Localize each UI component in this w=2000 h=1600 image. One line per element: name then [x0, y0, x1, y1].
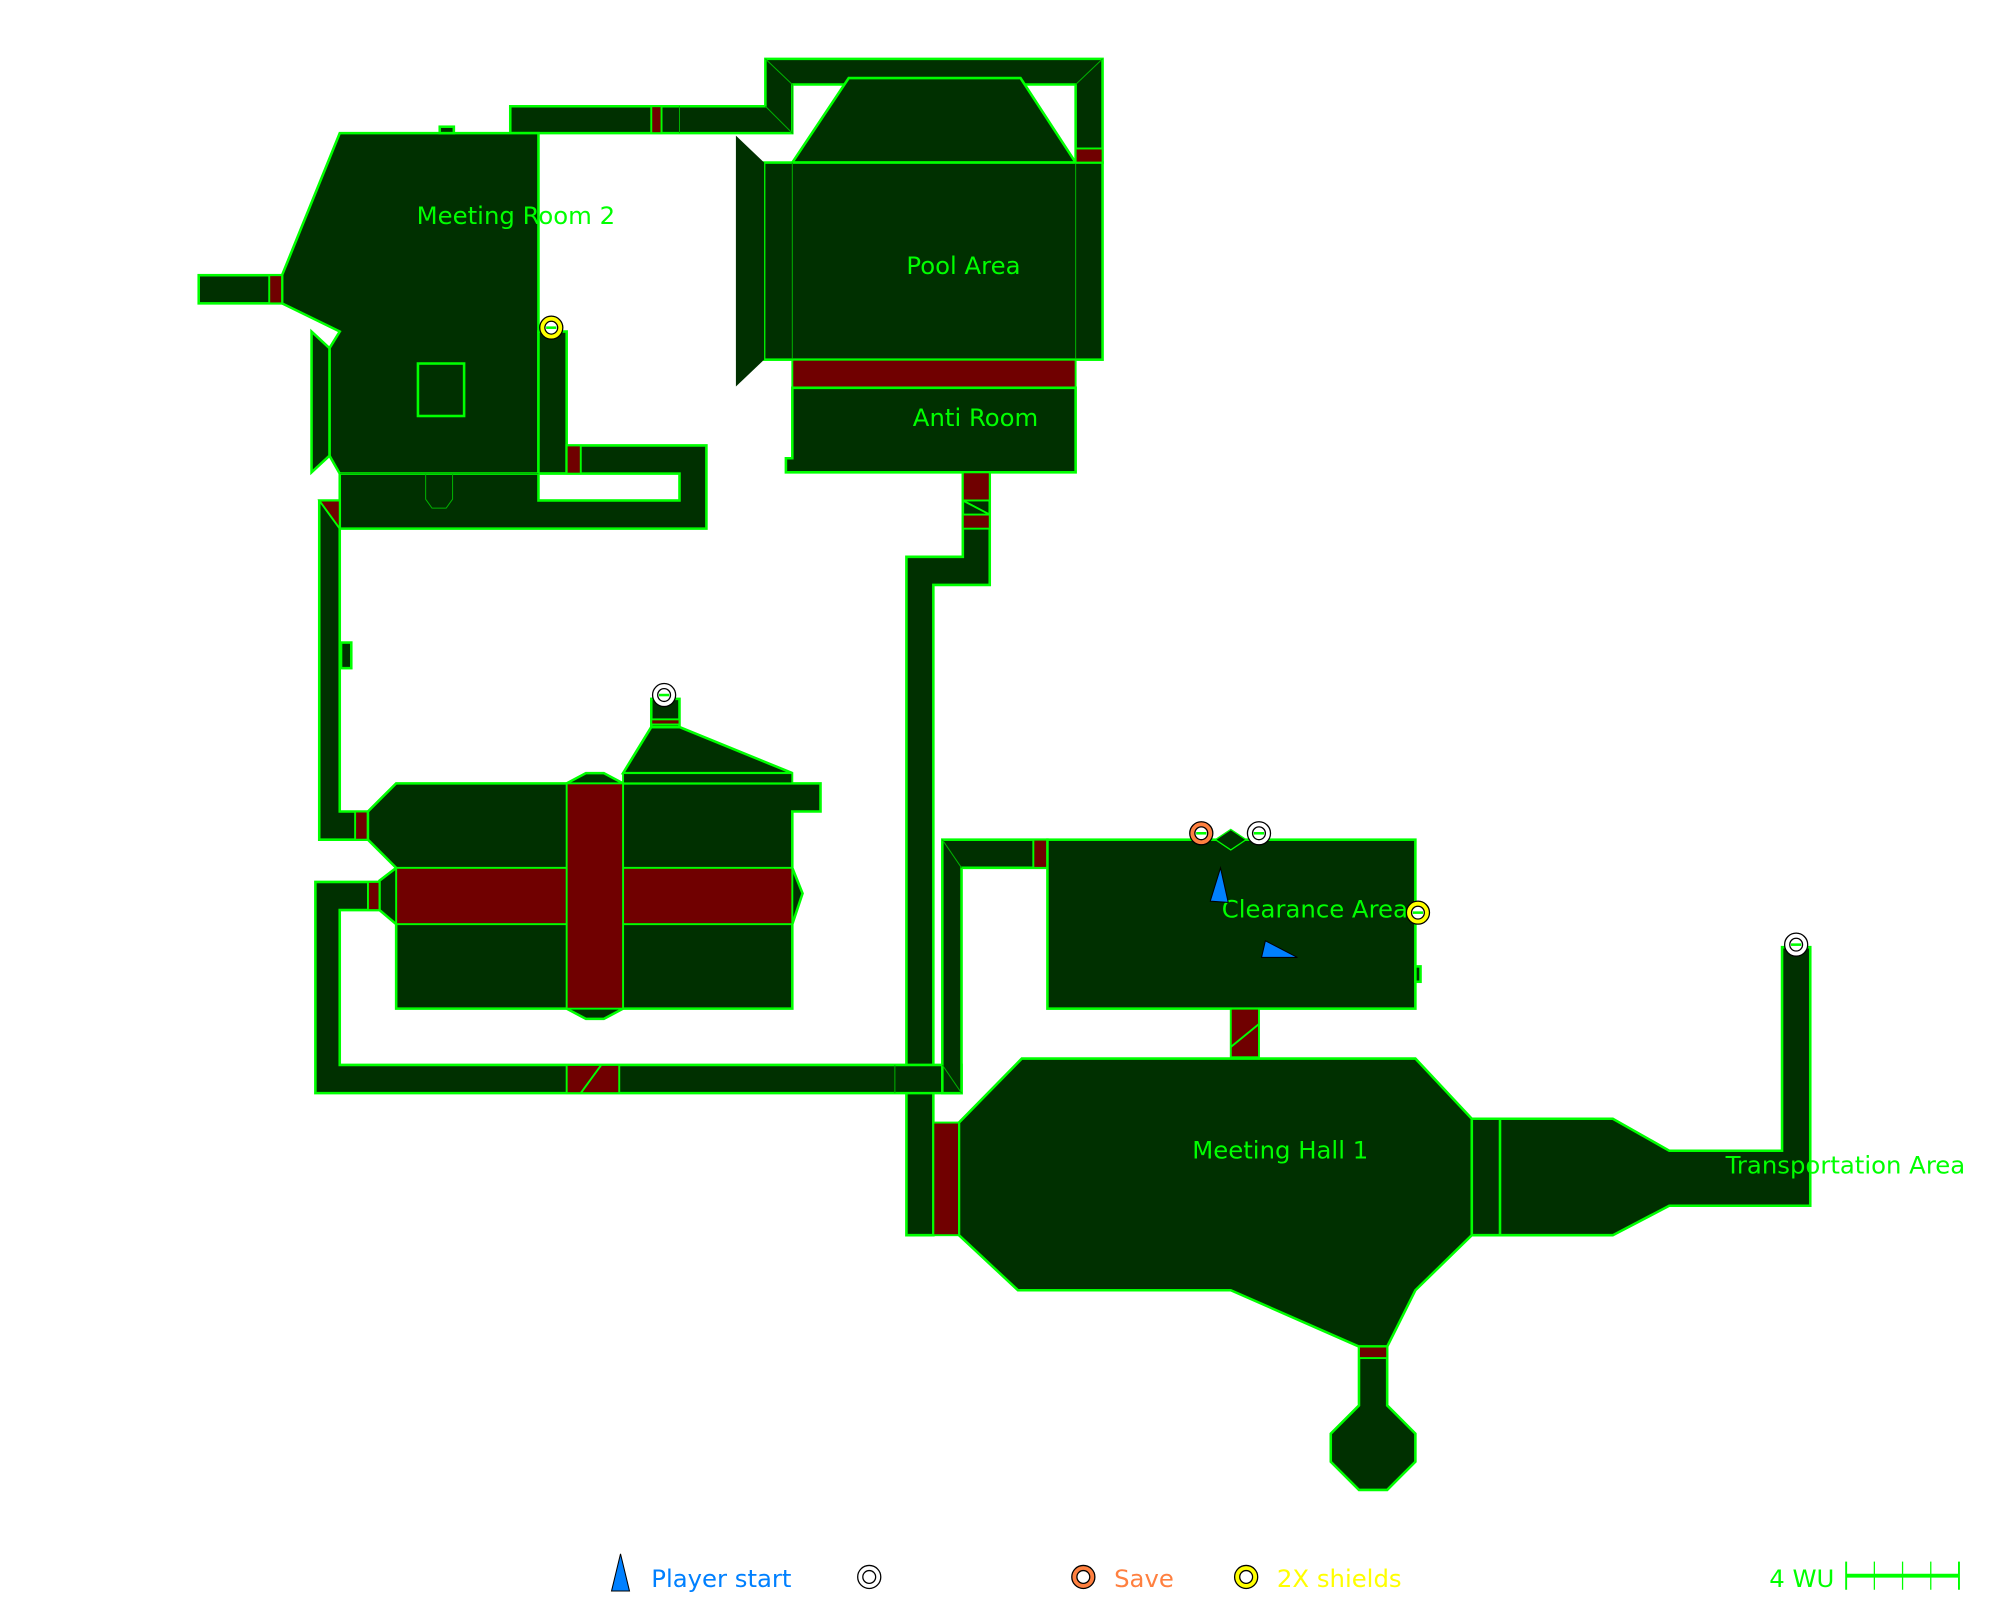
room-label-pool-area: Pool Area	[906, 251, 1020, 280]
item-marker	[1783, 932, 1809, 957]
save-marker	[1189, 821, 1214, 846]
clearance-area: Clearance Area	[1046, 828, 1422, 1059]
cross-room	[366, 697, 822, 1021]
legend: Player start Save 2X shields 4 WU	[610, 1553, 1960, 1593]
player-start-marker	[1260, 940, 1298, 958]
pool-area: Pool Area Anti Room	[735, 76, 1104, 474]
item-marker	[651, 682, 677, 708]
save-icon	[1071, 1564, 1096, 1590]
scale-label: 4 WU	[1769, 1564, 1834, 1593]
corridors	[314, 471, 1049, 1237]
scale-bar	[1845, 1561, 1960, 1590]
shields-marker	[539, 315, 564, 340]
legend-player-start: Player start	[651, 1564, 791, 1593]
meeting-hall-1: Meeting Hall 1	[932, 1057, 1474, 1492]
legend-save: Save	[1114, 1564, 1174, 1593]
player-start-icon	[610, 1553, 631, 1592]
room-label-transportation-area: Transportation Area	[1725, 1151, 1966, 1180]
meeting-room-2: Meeting Room 2	[197, 57, 1104, 530]
room-label-meeting-hall-1: Meeting Hall 1	[1192, 1135, 1368, 1164]
transportation-area: Transportation Area	[1470, 945, 1966, 1237]
legend-shields: 2X shields	[1277, 1564, 1402, 1593]
item-icon	[857, 1564, 882, 1590]
room-label-anti-room: Anti Room	[913, 403, 1038, 432]
item-marker	[1246, 821, 1272, 846]
shields-marker	[1405, 900, 1431, 925]
player-start-marker	[1209, 865, 1229, 903]
room-label-meeting-room-2: Meeting Room 2	[417, 201, 615, 230]
room-label-clearance-area: Clearance Area	[1222, 895, 1408, 924]
shields-icon	[1233, 1564, 1259, 1590]
